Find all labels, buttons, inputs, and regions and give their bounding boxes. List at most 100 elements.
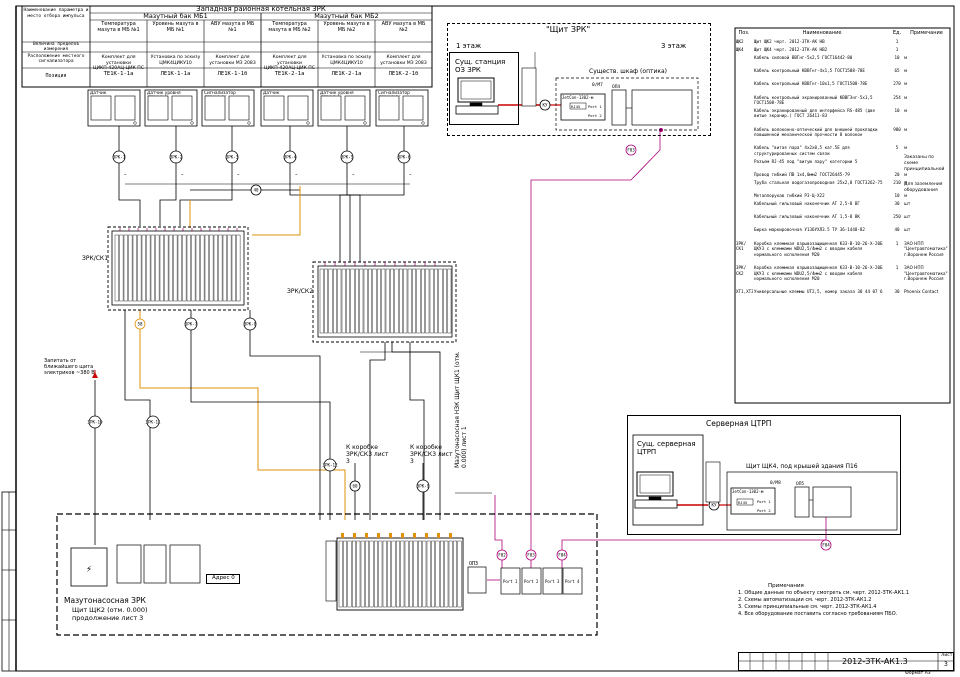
spec-name: Разъем RJ-45 под "витую пару" категории … [754, 158, 858, 164]
header-col-name: Уровень мазута в МБ №1 [152, 21, 199, 33]
sensor-inner [147, 95, 169, 121]
terminal [378, 540, 383, 608]
spec-note: ЗАО НПП "Центравтоматика" г.Воронеж Росс… [904, 265, 948, 282]
sensor-inner [228, 95, 250, 121]
spec-note: ЗАО НПП "Центравтоматика" г.Воронеж Росс… [904, 240, 948, 257]
spec-note: м [904, 68, 908, 74]
ku-node-2-label: КУ [711, 503, 717, 508]
to-ck2 [339, 176, 405, 262]
terminal [191, 234, 196, 302]
vertical-shield-label: Мазутонасосная НЗК Щит ЩК1 (отм. 0.000) … [454, 351, 468, 468]
w [249, 330, 321, 520]
cable-зрк-3: ЗРК-3 [225, 150, 239, 164]
sensor-inner [90, 95, 112, 121]
row-label-position: Позиция [45, 73, 67, 79]
sensor-inner [263, 95, 285, 121]
spec-header: Наименование [802, 30, 842, 36]
terminal [431, 540, 435, 608]
sensor-label: Датчик уровня ЛЕ1К-2-1а [320, 91, 354, 96]
switch-ctrp-label: JetCon-1302-м [732, 489, 764, 494]
spec-name: Бирка маркировочная У136УХЛ3.5 ТУ 36-144… [754, 227, 865, 233]
cable-mark: ~ [124, 172, 127, 177]
terminal [425, 268, 430, 334]
terminal [356, 540, 361, 608]
optic-op4 [611, 89, 627, 126]
spec-name: Кабель контрольный экранированный КВВГЭн… [754, 94, 873, 106]
spec-note: м [904, 55, 908, 60]
ground-point [306, 121, 310, 125]
switch-zrk-label: JetCon-1302-м [562, 95, 594, 100]
optic-op3-label: ОП3 [469, 561, 478, 567]
spec-side-note-2: Для заземления оборудования [904, 182, 943, 193]
cable-zrk-7-label: ЗРК-7 [185, 322, 198, 327]
drawing-title: Западная районная котельная ЗРК [196, 5, 326, 13]
spec-pos: ЗРК/СК1 [736, 240, 747, 252]
orange-lug [401, 533, 404, 538]
sensor-label: Датчик температуры ТЕ1К-1-1а [90, 91, 107, 96]
header-col-position: ТЕ1К-2-1а [274, 71, 305, 77]
spec-qty: 30 [894, 201, 900, 206]
note-1: 1. Общие данные по объекту смотреть см. … [738, 590, 910, 596]
terminal [448, 540, 453, 608]
note-4: 4. Все оборудование поставить согласно т… [738, 611, 898, 617]
w [391, 342, 441, 520]
server-shield-label: Щит ЩК4, под крышей здания П16 [746, 463, 858, 470]
terminal [399, 268, 403, 334]
patch-panel-ctrp [705, 461, 721, 503]
pump-station-title: Мазутонасосная ЗРК [64, 596, 146, 605]
orange-cable-2 [252, 186, 301, 236]
cable-zrk-10: ЗРК-10 [87, 415, 103, 429]
orange-lug [425, 533, 428, 538]
ground-point [247, 121, 251, 125]
spec-name: Кабель волоконно-оптический для внешней … [754, 126, 878, 138]
server-ctrp-title: Серверная ЦТРП [706, 419, 772, 428]
terminal [374, 540, 378, 608]
pump-device [70, 547, 108, 587]
spec-name: Кабель "витая пара" 4х2х0,5 кат.5Е для с… [754, 145, 850, 156]
spec-qty: 1 [895, 47, 899, 52]
port-1-zrk: Port 1 [588, 104, 602, 109]
spec-name: Кабельный гильзовый наконечник АГ 1,5-8 … [754, 214, 860, 220]
terminal [146, 234, 151, 302]
orange-lug [389, 533, 392, 538]
spec-name: Кабельный гильзовый наконечник АГ 2,5-8 … [754, 201, 860, 206]
terminal [440, 540, 444, 608]
terminal [333, 268, 337, 334]
terminal [369, 540, 374, 608]
terminal [150, 234, 155, 302]
spec-note: м [904, 193, 908, 198]
cable-mark: ~ [295, 172, 298, 177]
station-zrk-box [449, 52, 519, 125]
terminal [396, 540, 400, 608]
terminal [422, 540, 427, 608]
header-col-name: АВУ мазута в МБ №1 [210, 21, 255, 33]
note-2: 2. Схемы автоматизации см. черт. 2012-ЗТ… [738, 597, 872, 603]
sensor-inner [171, 95, 193, 121]
terminal [114, 234, 119, 302]
terminal [141, 234, 146, 302]
cable-zrk-9: ЗРК-9 [416, 479, 430, 493]
terminal-block-zrk [631, 89, 693, 126]
optic-label-ctrp: 0/М8 [770, 480, 781, 486]
terminal [204, 234, 209, 302]
group-mb1: Мазутный бак МБ1 [143, 12, 208, 20]
sensor-label: Датчик температуры ТЕ1К-2-1а [263, 91, 280, 96]
terminal [368, 268, 372, 334]
terminal [403, 268, 408, 334]
port-2-zrk: Port 2 [588, 113, 602, 118]
ground-point [363, 121, 367, 125]
spec-qty: 5 [895, 145, 899, 151]
rj45-zrk [569, 102, 587, 110]
terminal [195, 234, 200, 302]
pc-keyboard [455, 105, 499, 115]
notes-title: Примечания [768, 583, 804, 589]
terminal [218, 234, 223, 302]
port-box [542, 567, 563, 595]
mains-arrow-head [92, 372, 98, 378]
cable-58: 58 [134, 318, 146, 330]
sensor-inner [320, 95, 342, 121]
spec-name: Кабель силовой ВВГнг-5х2,5 ГОСТ16442-80 [754, 55, 853, 60]
spec-note [904, 47, 949, 54]
spec-note: шт [904, 227, 911, 233]
spec-note: м [904, 81, 908, 87]
